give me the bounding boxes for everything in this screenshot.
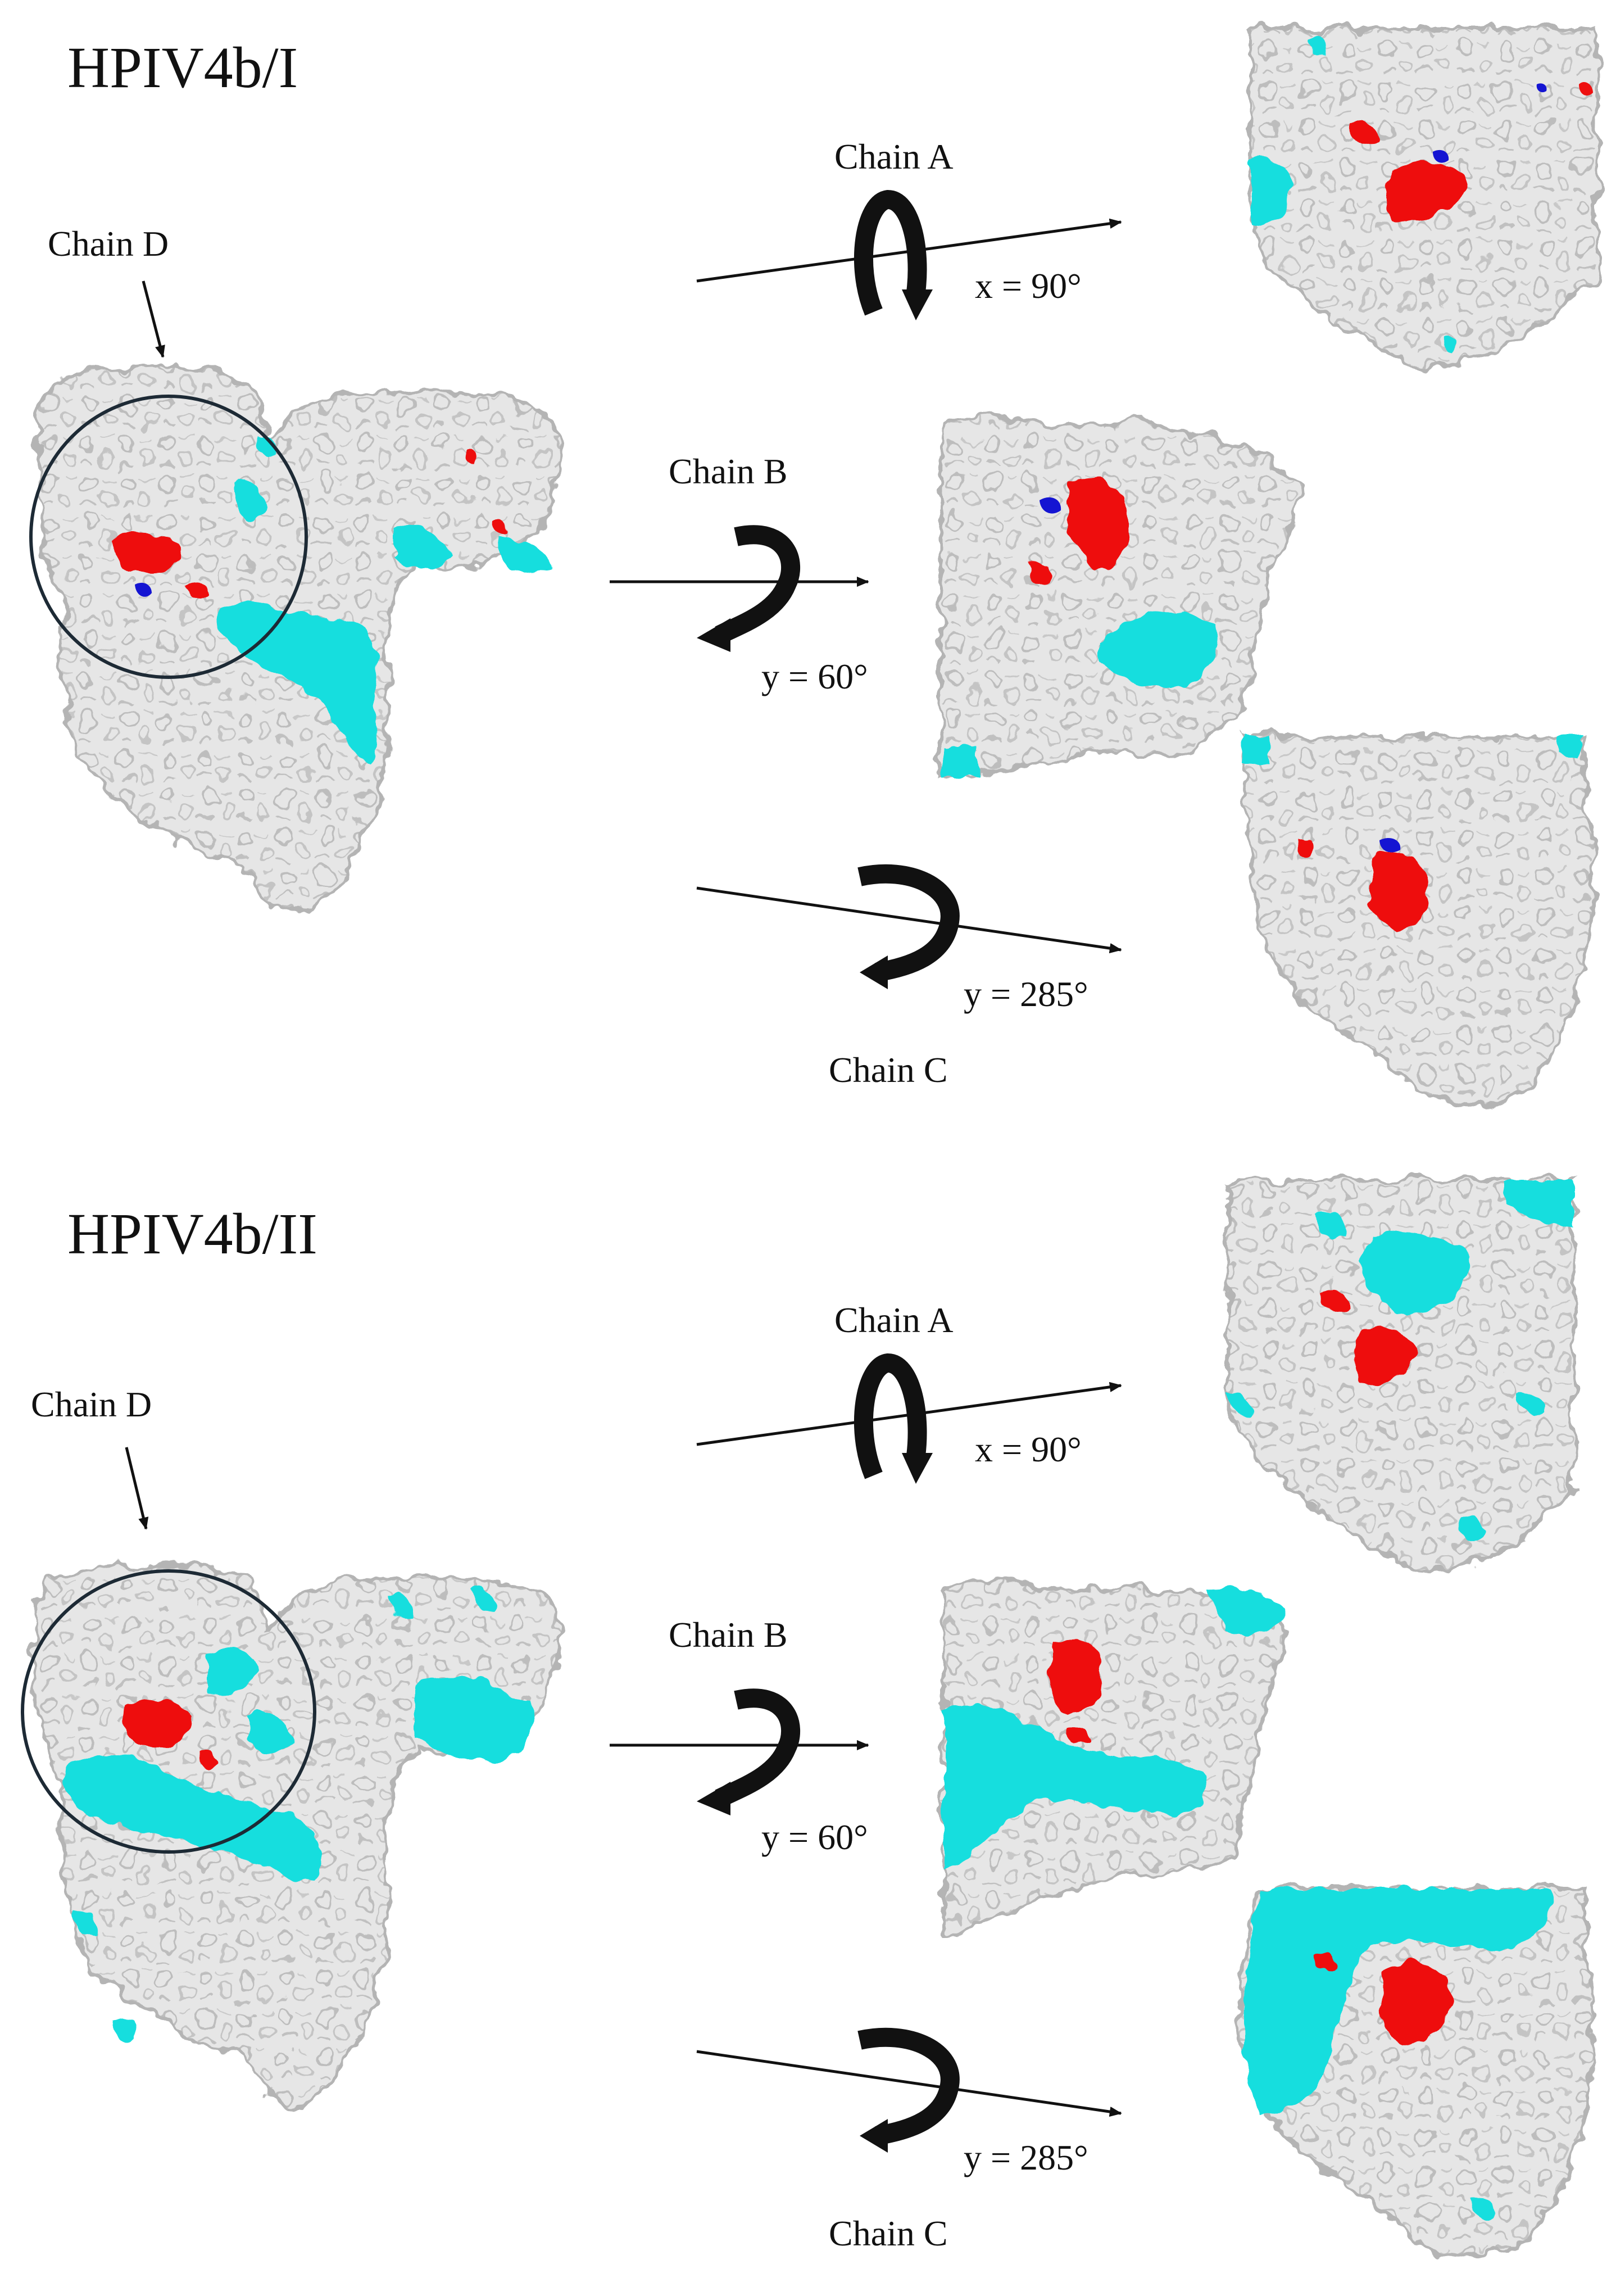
chain-b-label: Chain B [669,1615,788,1655]
chain-a-label: Chain A [834,1300,954,1340]
rotation-arrowhead-c [860,955,888,989]
rotation-chain-b: Chain B y = 60° [610,451,869,696]
rotation-chain-a: Chain A x = 90° [696,1300,1122,1484]
rotation-arrowhead-c [860,2119,888,2153]
rotation-arrow-a [854,189,927,316]
rotation-arrow-b [715,1688,800,1808]
chain-d-circle [21,1569,316,1854]
rotation-arrowhead-b [697,618,730,652]
closeup-chain-c [1238,1887,1595,2256]
closeup-chain-c [1240,735,1595,1104]
rotation-axis-c [696,886,1122,954]
closeup-chain-a [1226,1179,1575,1570]
rotation-arrowhead-a [902,1453,933,1484]
chain-d-circle [29,395,308,679]
panel-hpiv4b-i: HPIV4b/I [29,26,1597,1104]
rotation-angle-c: y = 285° [964,974,1088,1014]
rotation-angle-a: x = 90° [975,266,1082,306]
rotation-angle-b: y = 60° [761,1817,868,1857]
chain-c-label: Chain C [829,2213,948,2253]
rotation-angle-a: x = 90° [975,1429,1082,1469]
chain-d-pointer-arrow [142,280,165,358]
rotation-arrowhead-a [902,289,933,320]
rotation-arrowhead-b [697,1782,730,1815]
rotation-axis-c [696,2050,1122,2117]
chain-d-label: Chain D [31,1384,152,1424]
rotation-arrow-c [857,864,960,982]
chain-a-label: Chain A [834,137,954,176]
closeup-chain-b [942,1578,1289,1936]
chain-d-label: Chain D [48,224,169,264]
chain-d-pointer-arrow [125,1447,149,1530]
rotation-arrow-a [854,1353,927,1479]
rotation-chain-c: y = 285° Chain C [696,864,1122,1090]
chain-c-label: Chain C [829,1050,948,1090]
rotation-chain-c: y = 285° Chain C [696,2027,1122,2253]
chain-b-label: Chain B [669,451,788,491]
rotation-chain-a: Chain A x = 90° [696,137,1122,320]
rotation-chain-b: Chain B y = 60° [610,1615,869,1857]
panel-title: HPIV4b/I [67,35,298,100]
rotation-angle-c: y = 285° [964,2138,1088,2177]
closeup-chain-a [1249,26,1597,368]
protein-surface-full [37,364,562,916]
panel-title: HPIV4b/II [67,1202,317,1266]
rotation-angle-b: y = 60° [761,656,868,696]
rotation-arrow-c [857,2027,960,2145]
closeup-chain-b [939,415,1306,778]
protein-surface-full [32,1560,562,2107]
rotation-arrow-b [715,525,800,644]
panel-hpiv4b-ii: HPIV4b/II Chain D [21,1179,1595,2256]
